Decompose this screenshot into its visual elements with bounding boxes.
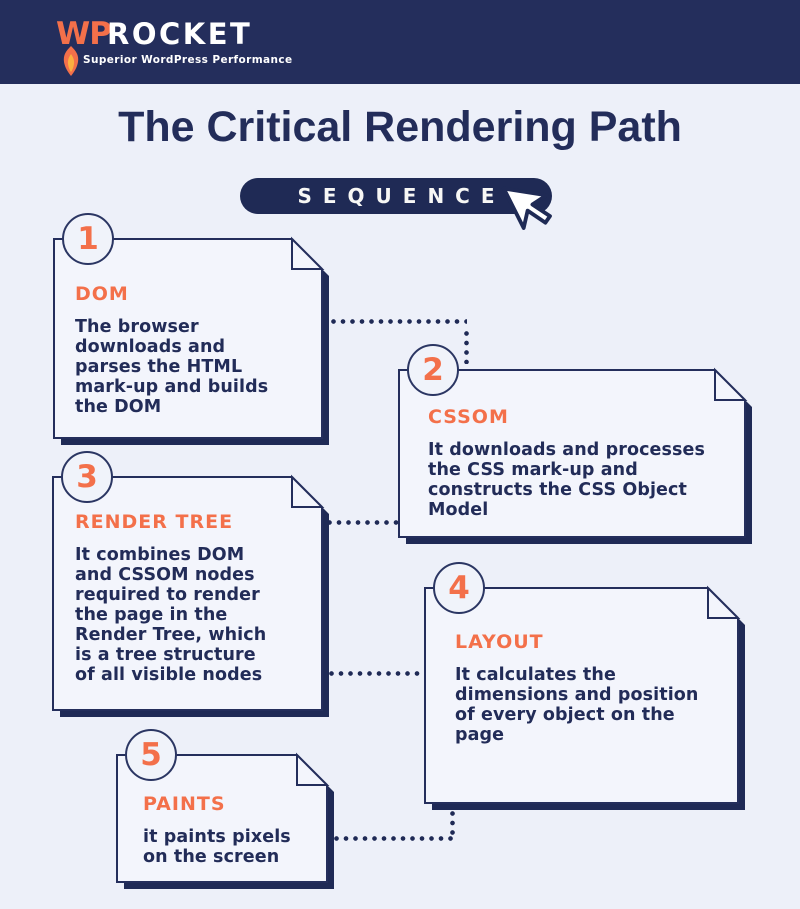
step-title: CSSOM [428,406,509,428]
step-card-cssom: 2 CSSOM It downloads and processes the C… [398,344,752,544]
step-card-layout: 4 LAYOUT It calculates the dimensions an… [424,562,745,810]
note-paper-shape [53,236,329,445]
step-number-circle: 2 [407,344,459,396]
step-number: 2 [422,352,444,388]
note-paper-shape [398,367,752,544]
sequence-badge: SEQUENCE [240,178,552,214]
note-paper-shape [52,474,329,717]
step-description: It calculates the dimensions and positio… [455,665,699,745]
step-number: 3 [76,459,98,495]
step-card-dom: 1 DOM The browser downloads and parses t… [53,213,329,445]
connector-rendertree-to-cssom [327,520,401,525]
step-number-circle: 3 [61,451,113,503]
sequence-label: SEQUENCE [297,184,506,208]
step-description: It downloads and processes the CSS mark-… [428,440,706,520]
step-title: RENDER TREE [75,511,234,533]
step-number: 4 [448,570,470,606]
note-paper-shape [116,752,334,889]
connector-paints-to-layout-vertical [450,811,455,837]
step-card-paints: 5 PAINTS it paints pixels on the screen [116,729,334,889]
step-number-circle: 1 [62,213,114,265]
step-title: LAYOUT [455,631,544,653]
step-number: 5 [140,737,162,773]
step-description: It combines DOM and CSSOM nodes required… [75,545,267,685]
step-description: The browser downloads and parses the HTM… [75,317,269,417]
step-title: PAINTS [143,793,226,815]
step-number-circle: 4 [433,562,485,614]
step-number: 1 [77,221,99,257]
header-bar: WP ROCKET Superior WordPress Performance [0,0,800,84]
logo-wp-text: WP [56,16,112,52]
rocket-flame-icon [63,46,79,76]
logo-tagline: Superior WordPress Performance [83,54,293,66]
page-title: The Critical Rendering Path [118,103,682,151]
logo-rocket-text: ROCKET [107,17,253,51]
connector-dom-to-cssom-vertical [464,331,469,364]
connector-paints-to-layout-horizontal [334,836,456,841]
cursor-arrow-icon [501,186,552,230]
step-card-render-tree: 3 RENDER TREE It combines DOM and CSSOM … [52,451,329,717]
step-number-circle: 5 [125,729,177,781]
step-description: it paints pixels on the screen [143,827,291,867]
connector-dom-to-cssom-horizontal [331,319,467,324]
connector-rendertree-to-layout [329,671,427,676]
note-paper-shape [424,585,745,810]
step-title: DOM [75,283,129,305]
